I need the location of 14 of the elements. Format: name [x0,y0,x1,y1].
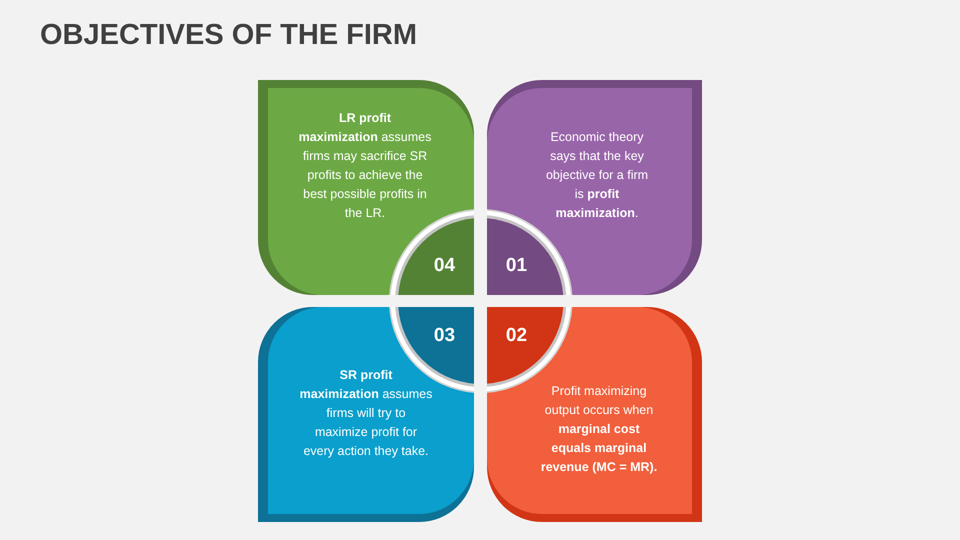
description-text: Profit maximizing output occurs when marginal cost equals marginal revenue (MC = MR). [540,383,658,476]
step-number: 03 [434,325,456,347]
step-number: 01 [506,255,528,277]
step-number: 02 [506,325,528,347]
step-number: 04 [434,255,456,277]
petal-card [487,80,702,295]
petal-card [487,307,702,522]
petal-card [258,307,474,522]
number-segment [388,209,474,295]
page-title: OBJECTIVES OF THE FIRM [40,18,418,52]
description-text: Economic theory says that the key objective for a firm is profit maximization. [544,129,650,222]
description-text: LR profit maximization assumes firms may sacrifice SR profits to achieve the best possible profits in the LR. [298,110,432,222]
petal-card [258,80,474,295]
description-text: SR profit maximization assumes firms will try to maximize profit for every action they take. [299,367,433,460]
